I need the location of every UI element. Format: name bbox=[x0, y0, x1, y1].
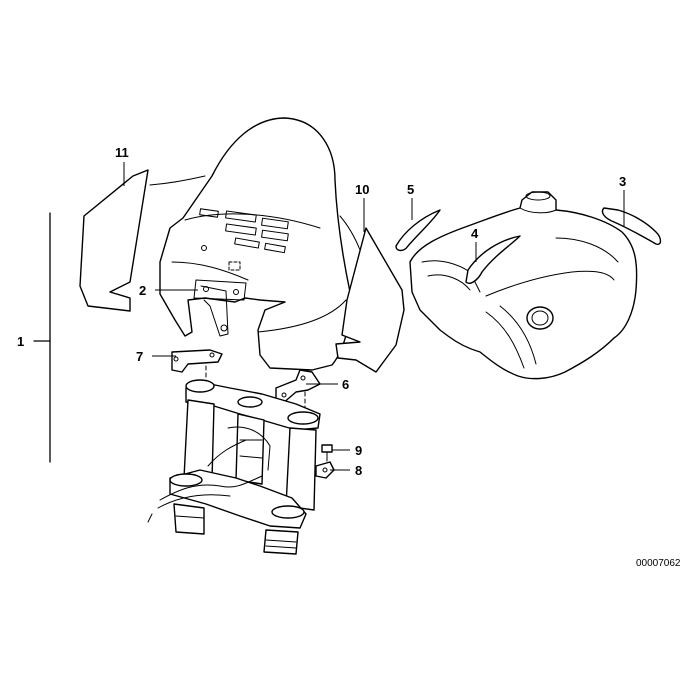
label-part-5: 5 bbox=[407, 182, 414, 197]
label-part-1: 1 bbox=[17, 334, 24, 349]
label-part-10: 10 bbox=[355, 182, 369, 197]
fork-triple-clamp bbox=[147, 365, 321, 555]
label-part-3: 3 bbox=[619, 174, 626, 189]
part-labels: 1 2 3 4 5 6 7 8 9 10 11 bbox=[17, 145, 626, 478]
side-panel-right bbox=[335, 215, 405, 373]
group-bracket bbox=[33, 212, 51, 463]
fairing-windshield bbox=[159, 117, 352, 371]
bracket-left bbox=[171, 349, 223, 373]
side-panel-left bbox=[79, 169, 206, 312]
diagram-reference-number: 00007062 bbox=[636, 558, 681, 569]
screw-and-clip bbox=[315, 444, 335, 479]
label-part-7: 7 bbox=[136, 349, 143, 364]
fuel-tank bbox=[409, 191, 638, 380]
knee-pad-3 bbox=[601, 207, 662, 245]
label-part-6: 6 bbox=[342, 377, 349, 392]
label-part-4: 4 bbox=[471, 226, 479, 241]
label-part-8: 8 bbox=[355, 463, 362, 478]
label-part-11: 11 bbox=[115, 145, 129, 160]
knee-pad-5 bbox=[395, 209, 441, 252]
label-part-9: 9 bbox=[355, 443, 362, 458]
bracket-right bbox=[275, 369, 321, 405]
leader-lines bbox=[123, 162, 625, 471]
label-part-2: 2 bbox=[139, 283, 146, 298]
